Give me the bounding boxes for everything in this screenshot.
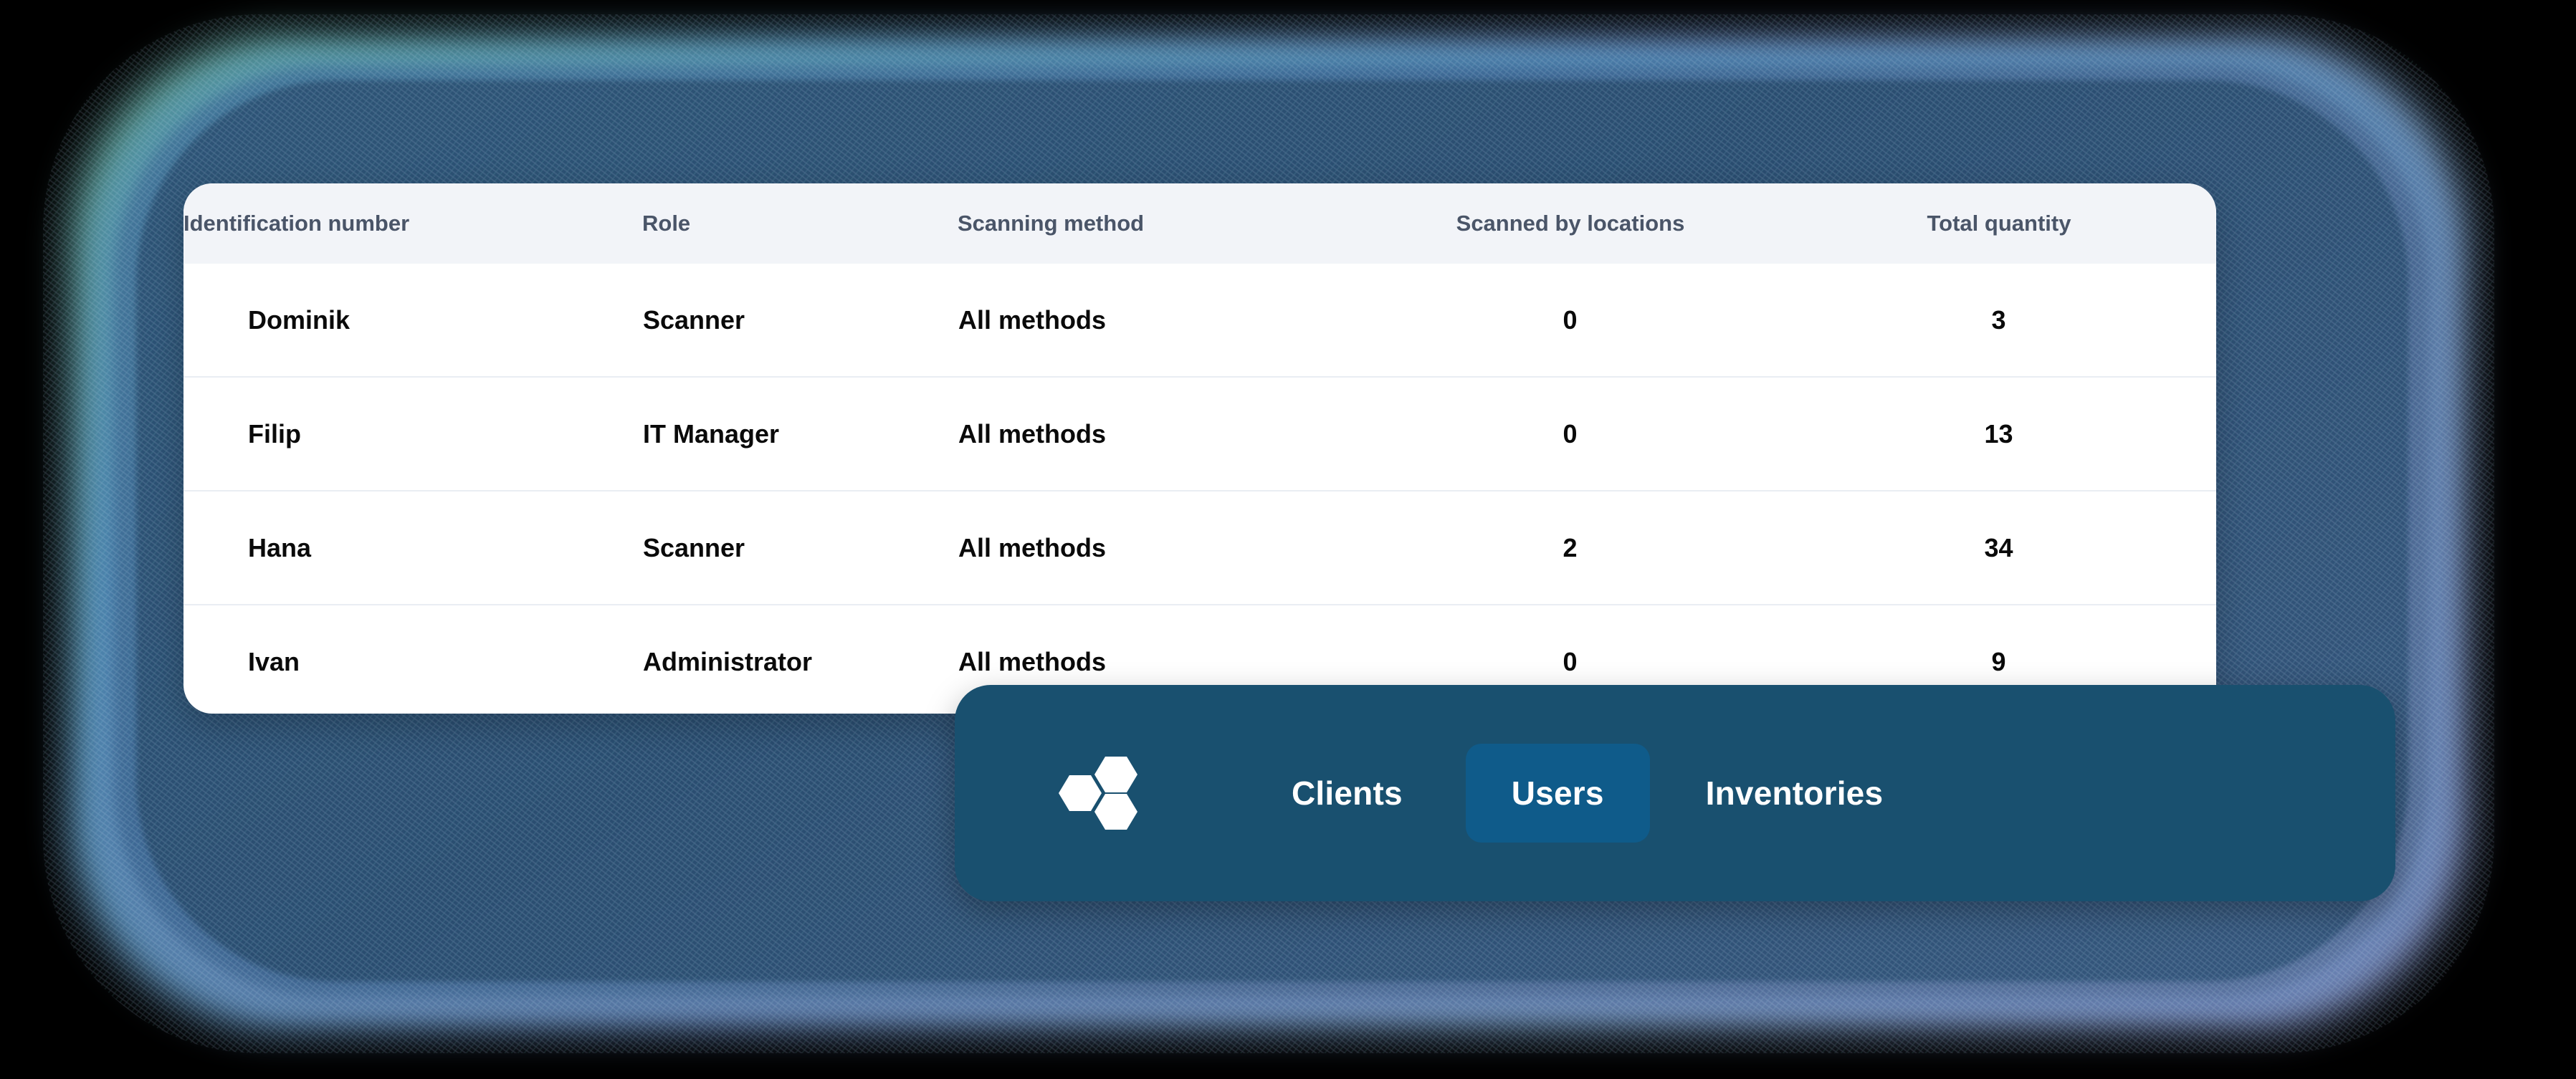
cell-role: Scanner bbox=[643, 304, 745, 335]
nav-tab-users[interactable]: Users bbox=[1465, 744, 1650, 843]
table-body: Dominik Scanner All methods 0 3 Filip IT… bbox=[183, 264, 2216, 714]
cell-scanning-method: All methods bbox=[958, 490, 1359, 605]
cell-role: Scanner bbox=[642, 490, 958, 605]
cell-identification-number: Hana bbox=[183, 490, 642, 605]
nav-items-group: Clients Users Inventories bbox=[1254, 744, 1920, 843]
hexagon-cluster-logo-icon[interactable] bbox=[1054, 750, 1140, 836]
cell-scanned-by-locations: 0 bbox=[1359, 376, 1782, 491]
column-header-identification-number[interactable]: Identification number bbox=[183, 183, 642, 264]
table-row[interactable]: Hana Scanner All methods 2 34 bbox=[183, 490, 2216, 605]
column-header-total-quantity[interactable]: Total quantity bbox=[1782, 183, 2216, 264]
cell-identification-number: Ivan bbox=[183, 604, 642, 714]
table-row[interactable]: Ivan Administrator All methods 0 9 bbox=[183, 604, 2216, 714]
column-header-scanned-by-locations[interactable]: Scanned by locations bbox=[1359, 183, 1782, 264]
cell-total-quantity: 3 bbox=[1991, 304, 2006, 335]
table-row[interactable]: Dominik Scanner All methods 0 3 bbox=[183, 264, 2216, 377]
nav-tab-inventories[interactable]: Inventories bbox=[1705, 775, 1884, 812]
cell-scanning-method: All methods bbox=[958, 304, 1107, 335]
cell-role: IT Manager bbox=[642, 376, 958, 491]
cell-scanning-method: All methods bbox=[958, 376, 1359, 491]
users-table-card: Identification number Role Scanning meth… bbox=[183, 183, 2216, 714]
cell-total-quantity: 34 bbox=[1782, 490, 2216, 605]
cell-identification-number: Dominik bbox=[248, 304, 350, 335]
nav-tab-clients[interactable]: Clients bbox=[1292, 775, 1403, 812]
column-header-role[interactable]: Role bbox=[642, 183, 958, 264]
cell-scanned-by-locations: 0 bbox=[1563, 304, 1578, 335]
table-row[interactable]: Filip IT Manager All methods 0 13 bbox=[183, 376, 2216, 491]
table-header-row: Identification number Role Scanning meth… bbox=[183, 183, 2216, 264]
bottom-navigation-bar: Clients Users Inventories bbox=[955, 685, 2395, 901]
cell-scanned-by-locations: 2 bbox=[1359, 490, 1782, 605]
users-table: Identification number Role Scanning meth… bbox=[183, 183, 2216, 714]
column-header-scanning-method[interactable]: Scanning method bbox=[958, 183, 1359, 264]
table-header: Identification number Role Scanning meth… bbox=[183, 183, 2216, 264]
cell-total-quantity: 13 bbox=[1782, 376, 2216, 491]
cell-identification-number: Filip bbox=[183, 376, 642, 491]
cell-role: Administrator bbox=[642, 604, 958, 714]
